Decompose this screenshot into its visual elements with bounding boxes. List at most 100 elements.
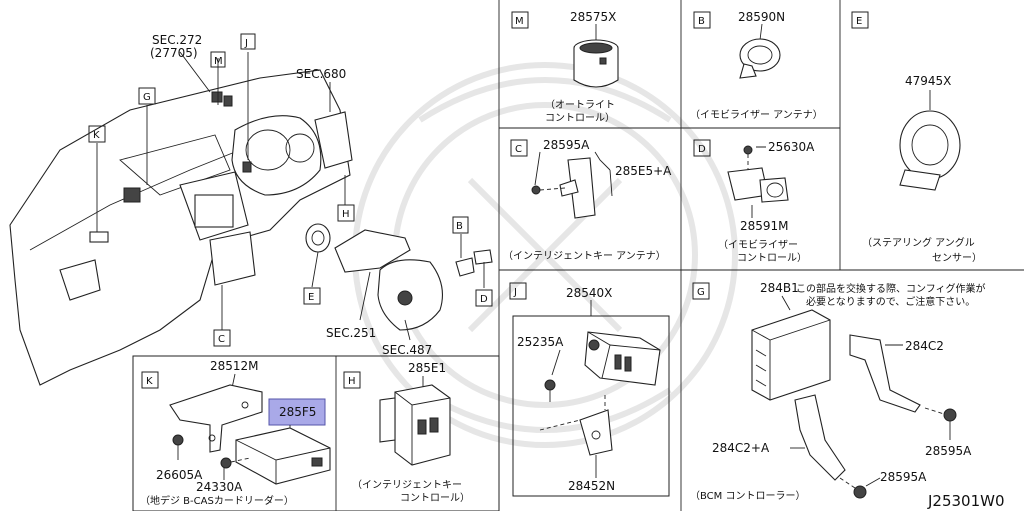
panel-h: H 285E1 （インテリジェントキー コントロール）	[343, 361, 470, 504]
callout-h: H	[342, 209, 350, 220]
callout-h-box[interactable]	[337, 204, 355, 222]
intelligent-key-control-part	[379, 384, 451, 466]
panel-g-part-bracket-2: 284C2+A	[712, 441, 770, 455]
callout-j-box[interactable]	[240, 33, 256, 50]
panel-e-caption-2: センサー）	[932, 252, 982, 264]
bracket-284c2-part	[849, 334, 921, 413]
callout-m-box[interactable]	[210, 51, 226, 68]
panel-k-part-highlight: 285F5	[279, 405, 316, 419]
screw-26605a-part	[172, 434, 184, 460]
panel-g-part-bolt-1: 28595A	[925, 444, 972, 458]
overview-labels: SEC.272 (27705) SEC.680 SEC.251 SEC.487 …	[88, 33, 493, 357]
callout-c-box[interactable]	[213, 329, 231, 347]
immobilizer-control-part	[727, 145, 789, 203]
panel-k-part-screw-1: 26605A	[156, 468, 203, 482]
panel-d-caption-2: コントロール）	[737, 252, 807, 264]
callout-j: J	[244, 38, 248, 49]
panel-h-caption-1: （インテリジェントキー	[352, 479, 462, 491]
panel-h-caption-2: コントロール）	[400, 492, 470, 504]
sec-272-sub-label: (27705)	[150, 46, 198, 60]
panel-d-caption-1: （イモビライザー	[718, 239, 798, 251]
panel-h-letter: H	[348, 376, 356, 387]
panel-k-part-bracket: 28512M	[210, 359, 259, 373]
panel-g-letter: G	[697, 287, 705, 298]
panel-h-part: 285E1	[408, 361, 446, 375]
panel-g-note-1: この部品を交換する際、コンフィグ作業が	[796, 282, 986, 295]
panel-c-letter: C	[515, 144, 522, 155]
panel-g: G 284B1 この部品を交換する際、コンフィグ作業が 必要となりますので、ご注…	[690, 281, 986, 502]
bracket-284c2a-part	[794, 394, 846, 481]
panel-b-part: 28590N	[738, 10, 785, 24]
panel-d-part-a: 25630A	[768, 140, 815, 154]
auto-light-sensor-part	[573, 39, 619, 88]
panel-b: B 28590N （イモビライザー アンテナ）	[690, 10, 823, 121]
panel-m-part: 28575X	[570, 10, 616, 24]
panel-g-part-bracket-1: 284C2	[905, 339, 944, 353]
panel-j-part-bracket: 28452N	[568, 479, 615, 493]
callout-k: K	[93, 130, 100, 141]
b-cas-card-reader-part	[235, 427, 331, 485]
sec-251-label: SEC.251	[326, 326, 376, 340]
panel-k-caption: （地デジ B-CASカードリーダー）	[140, 494, 294, 507]
callout-b-box[interactable]	[452, 216, 469, 234]
callout-g: G	[143, 92, 151, 103]
panel-b-letter: B	[698, 16, 705, 27]
bolt-28595a-upper-part	[924, 407, 957, 422]
screw-25235a-part	[544, 379, 556, 402]
sec-680-label: SEC.680	[296, 67, 346, 81]
panel-k-letter: K	[146, 376, 153, 387]
panel-c-part-a: 28595A	[543, 138, 590, 152]
dashboard-overview	[9, 51, 493, 386]
callout-g-box[interactable]	[138, 87, 156, 105]
panel-g-caption: （BCM コントローラー）	[690, 490, 805, 502]
panel-e-letter-box	[851, 11, 869, 29]
callout-e-box[interactable]	[303, 287, 321, 305]
callout-b: B	[456, 221, 463, 232]
sec-487-label: SEC.487	[382, 343, 432, 357]
callout-c: C	[218, 334, 225, 345]
panel-e-letter: E	[856, 16, 862, 27]
panel-j-letter: J	[513, 287, 517, 298]
panel-m-letter-box	[511, 11, 529, 29]
panel-j-part-screw: 25235A	[517, 335, 564, 349]
panel-d-letter: D	[698, 144, 706, 155]
panel-c-part-b: 285E5+A	[615, 164, 672, 178]
panel-m-caption-1: （オートライト	[545, 99, 615, 111]
control-unit-28540x-part	[584, 331, 661, 386]
bcm-controller-part	[751, 309, 831, 401]
panel-g-part-bolt-2: 28595A	[880, 470, 927, 484]
sec-272-label: SEC.272	[152, 33, 202, 47]
panel-m-letter: M	[515, 16, 524, 27]
panel-m: M 28575X （オートライト コントロール）	[511, 10, 619, 124]
part-285f5-highlight[interactable]	[268, 398, 326, 426]
panel-g-part-main: 284B1	[760, 281, 799, 295]
panel-d-part-b: 28591M	[740, 219, 789, 233]
panel-m-caption-2: コントロール）	[545, 112, 615, 124]
card-reader-bracket-part	[169, 384, 263, 453]
panel-k-part-screw-2: 24330A	[196, 480, 243, 494]
panel-g-letter-box	[692, 282, 710, 300]
steering-angle-sensor-part	[899, 110, 961, 191]
panel-g-note-2: 必要となりますので、ご注意下さい。	[806, 295, 975, 308]
callout-d: D	[480, 294, 488, 305]
callout-k-box[interactable]	[88, 125, 106, 143]
panel-j: J 28540X 25235A 28452N	[509, 282, 661, 493]
panel-c-caption: （インテリジェントキー アンテナ）	[503, 250, 666, 262]
immobilizer-antenna-part	[739, 38, 781, 79]
panel-b-letter-box	[693, 11, 711, 29]
panel-d: D 25630A 28591M （イモビライザー コントロール）	[693, 139, 815, 264]
panel-k-letter-box	[141, 371, 159, 389]
panel-j-part-main: 28540X	[566, 286, 612, 300]
intelligent-key-antenna-part	[531, 157, 596, 219]
panel-c: C 28595A 285E5+A （インテリジェントキー アンテナ）	[503, 138, 672, 262]
callout-d-box[interactable]	[475, 289, 493, 307]
diagram-id: J25301W0	[927, 492, 1005, 510]
panel-e-caption-1: （ステアリング アングル	[862, 236, 975, 249]
panel-h-letter-box	[343, 371, 361, 389]
screw-24330a-part	[220, 457, 251, 469]
panel-e-part: 47945X	[905, 74, 951, 88]
bracket-28452n-part	[579, 409, 613, 456]
panel-k: K 28512M 285F5 26605A 24330A （地デジ B-CASカ…	[140, 359, 331, 507]
bolt-28595a-lower-part	[839, 477, 867, 499]
